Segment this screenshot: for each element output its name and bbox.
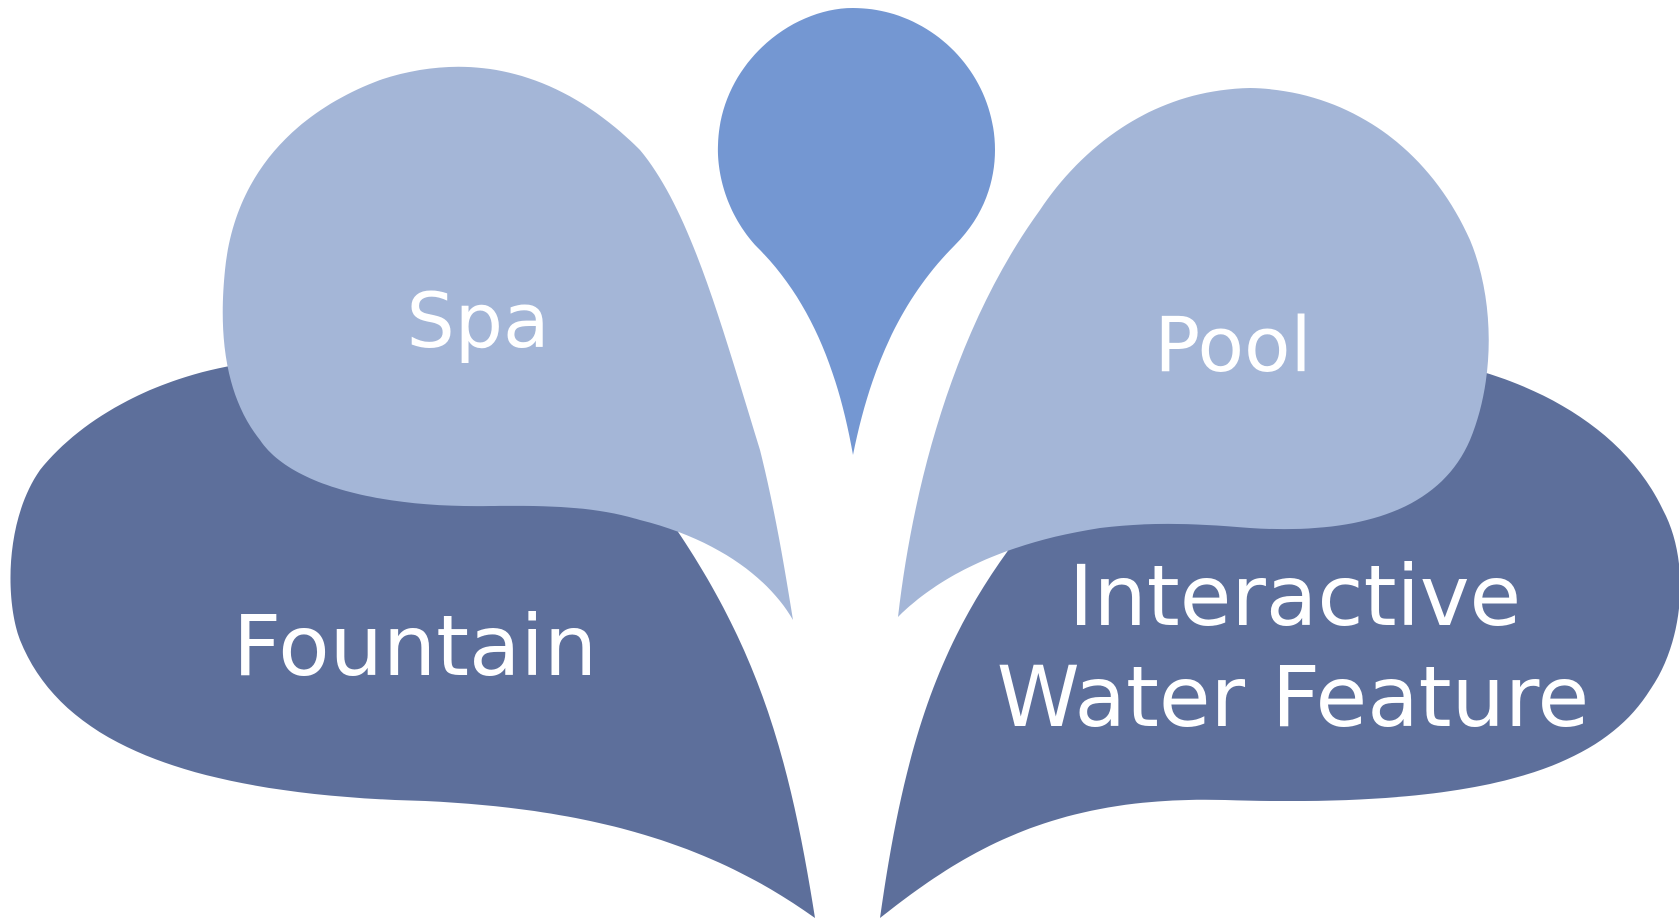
pool-label: Pool [1154,300,1311,389]
interactive-water-feature-drop-shape [880,372,1679,918]
spa-label: Spa [406,276,549,365]
water-feature-label-line-2: Water Feature [997,648,1589,746]
center-drop-shape [717,8,995,455]
interactive-label-line-1: Interactive [1069,547,1521,645]
spa-drop-shape [222,66,793,620]
pool-drop-shape [898,88,1489,617]
fountain-label: Fountain [233,597,597,695]
